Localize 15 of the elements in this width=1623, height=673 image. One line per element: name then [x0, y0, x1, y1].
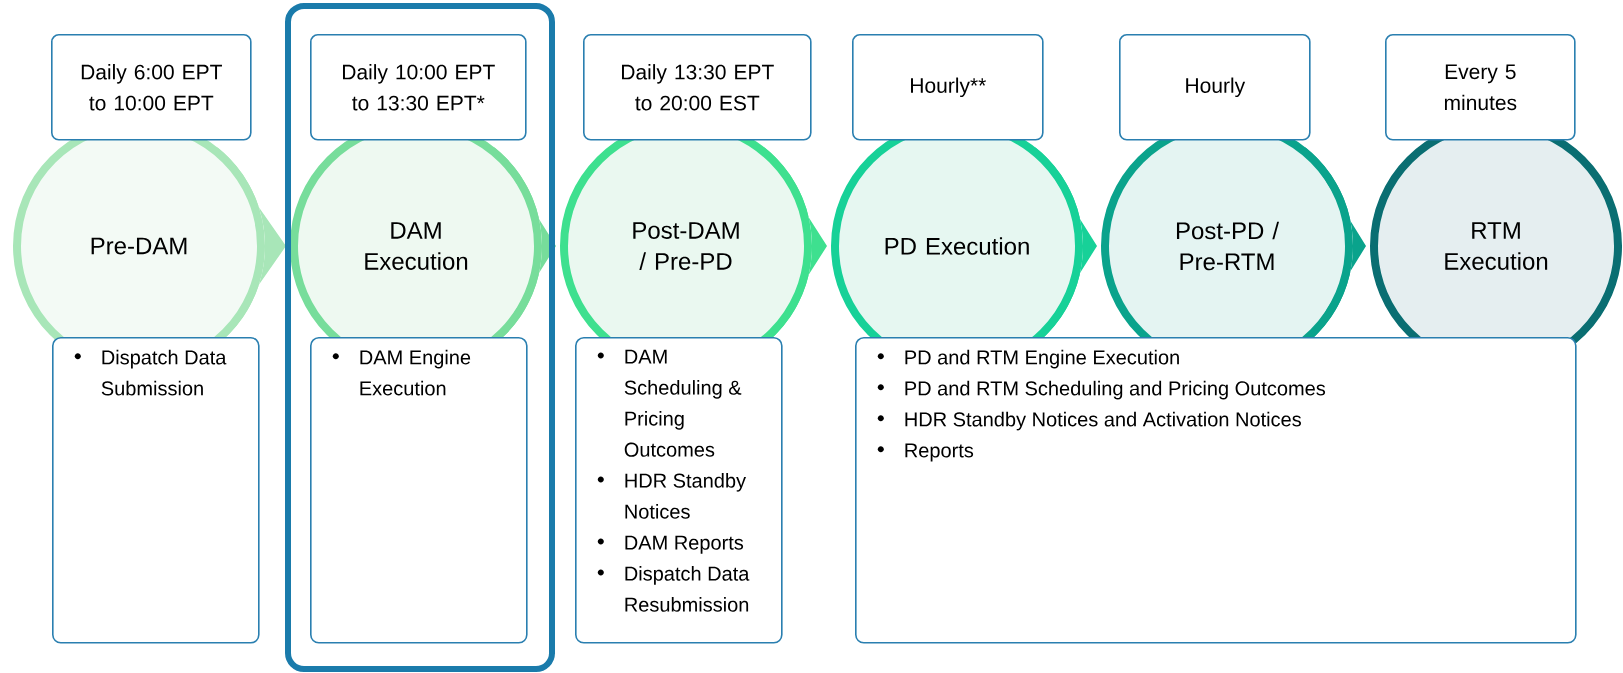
time-box: Hourly** — [852, 34, 1044, 141]
chevron-arrow — [1304, 146, 1366, 337]
time-box: Daily 10:00 EPT to 13:30 EPT* — [310, 34, 527, 141]
chevron-arrow — [763, 146, 827, 337]
bullet-list-box: PD and RTM Engine Execution PD and RTM Scheduling and Pricing Outcomes HDR Standby Notices and Activation Notices Reports — [855, 337, 1577, 644]
bullet-list-box: DAM Scheduling & Pricing Outcomes HDR Standby Notices DAM Reports Dispatch Data Resubmission — [575, 337, 783, 644]
time-box: Every 5 minutes — [1385, 34, 1576, 141]
bullet-list-box: DAM Engine Execution — [310, 337, 528, 644]
chevron-arrow — [1034, 146, 1097, 337]
time-box: Hourly — [1119, 34, 1311, 141]
time-box: Daily 13:30 EPT to 20:00 EST — [583, 34, 812, 141]
chevron-arrow — [493, 146, 556, 337]
time-box: Daily 6:00 EPT to 10:00 EPT — [51, 34, 252, 141]
bullet-list-box: Dispatch Data Submission — [52, 337, 260, 644]
chevron-arrow — [216, 146, 286, 337]
